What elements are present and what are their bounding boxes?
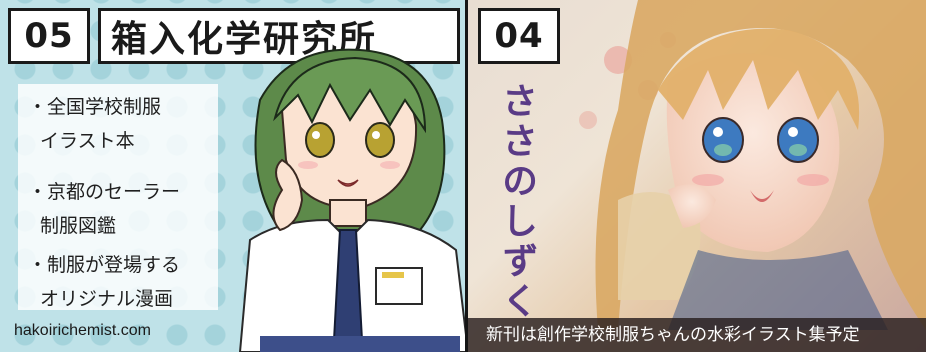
schoolgirl-illustration [238, 48, 465, 352]
circle-panel-05: 05 箱入化学研究所 ・全国学校制服 イラスト本 ・京都のセーラー 制服図鑑 ・… [0, 0, 468, 352]
website-url: hakoirichemist.com [14, 322, 151, 339]
bullet-item: ・京都のセーラー 制服図鑑 [28, 181, 181, 237]
watercolor-girl-illustration [579, 0, 926, 330]
announcement-caption: 新刊は創作学校制服ちゃんの水彩イラスト集予定 [468, 318, 926, 352]
booth-number: 05 [8, 8, 90, 64]
bullet-item: ・全国学校制服 イラスト本 [28, 96, 162, 152]
bullet-item: ・制服が登場する オリジナル漫画 [28, 254, 181, 310]
circle-title-vertical: ささのしずく [496, 82, 537, 322]
booth-number: 04 [478, 8, 560, 64]
circle-panel-04: 04 ささのしずく 新刊は創作学校制服ちゃんの水彩イラスト集予定 [468, 0, 926, 352]
info-card [18, 84, 218, 310]
